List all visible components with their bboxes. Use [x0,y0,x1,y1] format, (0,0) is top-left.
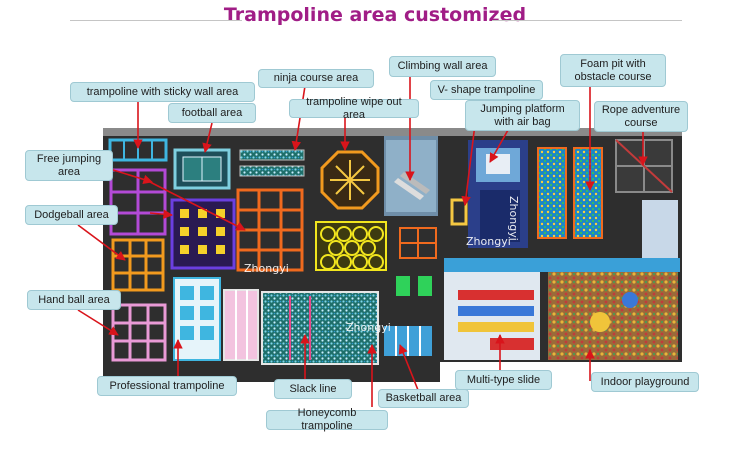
v-shape-trampoline [450,198,468,226]
watermark-4: Zhongyi [507,196,520,241]
block-grid [170,198,236,270]
label-basketball: Basketball area [378,389,469,408]
wipe-out-octagon [320,150,380,210]
label-ninja-course: ninja course area [258,69,374,88]
label-climbing-wall: Climbing wall area [389,56,496,77]
green-block-left [396,276,410,296]
label-wipe-out: trampoline wipe out area [289,96,419,121]
professional-trampoline [173,277,221,361]
label-indoor-playground: Indoor playground [591,372,699,392]
pink-lanes [223,289,259,361]
green-block-right [418,276,432,296]
label-hand-ball: Hand ball area [27,290,121,310]
water-strip [444,258,680,272]
multi-type-slide [444,272,540,360]
label-professional-trampoline: Professional trampoline [97,376,237,396]
title-rule-left [70,20,242,21]
title-rule-right [492,20,682,21]
label-rope-adventure: Rope adventure course [594,101,688,132]
slack-line-area [261,291,379,365]
label-v-shape: V- shape trampoline [430,80,543,100]
indoor-playground [548,272,678,360]
back-wall [103,128,682,136]
label-jumping-platform: Jumping platform with air bag [465,100,580,131]
center-small-trampolines [399,227,437,259]
leader-arrows [77,76,648,407]
label-honeycomb: Honeycomb trampoline [266,407,388,432]
label-slack-line: Slack line [274,379,352,399]
label-free-jumping: Free jumping area [25,150,113,181]
rope-course [615,139,673,193]
basketball-area [384,326,432,356]
watermark-1: Zhongyi [244,262,289,275]
right-side-unit [642,200,678,258]
climbing-wall [384,136,438,216]
page-title: Trampoline area customized [223,4,527,26]
label-foam-pit: Foam pit with obstacle course [560,54,666,87]
honeycomb-trampoline [315,221,387,271]
watermark-2: Zhongyi [346,321,391,334]
label-dodgeball: Dodgeball area [25,205,118,225]
label-multi-type-slide: Multi-type slide [455,370,552,390]
label-football: football area [168,103,256,123]
orange-trampoline-grid [236,188,304,272]
hand-ball-area [111,303,167,362]
foam-pit [537,147,603,239]
label-sticky-wall: trampoline with sticky wall area [70,82,255,102]
football-area [173,148,231,190]
ninja-course [239,149,305,177]
watermark-3: Zhongyi [466,235,511,248]
dodgeball-area [111,238,165,292]
